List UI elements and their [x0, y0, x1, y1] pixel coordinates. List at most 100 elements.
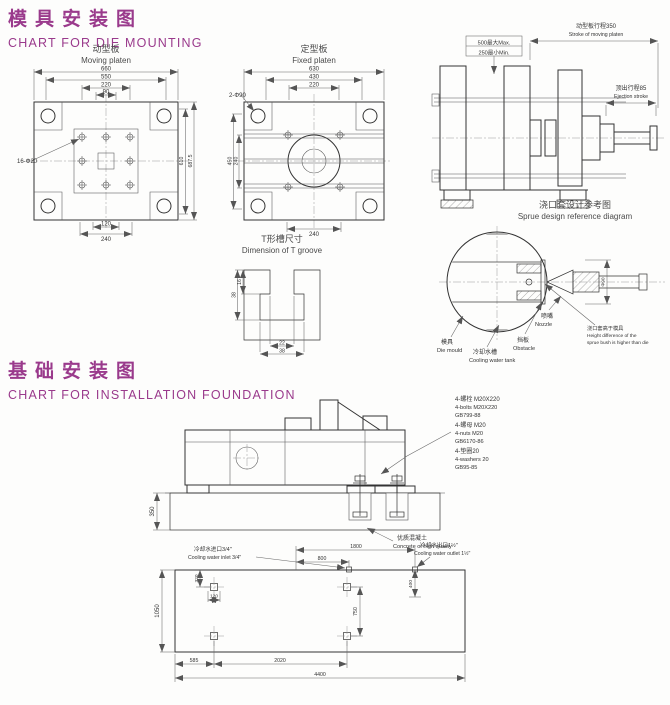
cooling-label-en: Cooling water tank: [469, 358, 516, 364]
dim-320: 320: [194, 574, 200, 582]
outlet-label-cn: 冷却水出口1½": [420, 541, 458, 549]
t-groove-title: T形槽尺寸 Dimension of T groove: [212, 234, 352, 256]
dim-350: 350: [150, 506, 156, 517]
nuts-standard: GB6170-86: [455, 439, 484, 445]
dimensions: [465, 35, 659, 116]
dim-phi90: Φ90: [601, 277, 607, 286]
foundation-outline: [174, 569, 466, 653]
min-opening-label: 250最小Min.: [478, 49, 510, 57]
washers-label-cn: 4-垫圈20: [455, 447, 480, 455]
moving-platen-title-cn: 动型板: [92, 44, 120, 54]
holes-label: 16-Φ20: [17, 159, 38, 165]
foundation-heading: 基础安装图 CHART FOR INSTALLATION FOUNDATION: [8, 356, 296, 402]
nuts-label-cn: 4-螺母 M20: [455, 421, 486, 429]
sprue-title-en: Sprue design reference diagram: [517, 211, 633, 221]
plate-details: [34, 102, 178, 220]
dimensions-and-leaders: [450, 259, 611, 348]
anchor-bolts: [352, 474, 405, 518]
nuts-label-en: 4-nuts M20: [455, 431, 483, 437]
dimensions: [230, 68, 385, 233]
dim-550: 550: [101, 75, 112, 81]
foundation-title-en: CHART FOR INSTALLATION FOUNDATION: [8, 388, 296, 402]
die-mounting-title-cn: 模具安装图: [8, 9, 144, 30]
base-pads: [440, 199, 590, 209]
dim-750: 750: [353, 607, 359, 616]
dim-240: 240: [101, 237, 112, 243]
dim-400: 400: [408, 580, 414, 588]
t-groove-title-en: Dimension of T groove: [241, 245, 323, 255]
fixed-platen-title-en: Fixed platen: [292, 55, 336, 65]
obstacle-label-en: Obstacle: [513, 346, 535, 352]
sprue-design-drawing: Φ90 喷嘴 Nozzle 模具 Die mould 冷却水槽 Cooling …: [437, 226, 665, 364]
dim-430: 430: [309, 75, 320, 81]
die-mounting-title-en: CHART FOR DIE MOUNTING: [8, 36, 203, 50]
nozzle-label-en: Nozzle: [535, 322, 552, 328]
ejection-label-cn: 顶出行程85: [616, 84, 647, 92]
plate-outline: [243, 101, 385, 221]
centerlines: [238, 94, 390, 230]
bolt-centerlines: [204, 577, 357, 646]
plate-details: [244, 102, 384, 220]
dimensions-and-leaders: [153, 431, 452, 542]
dim-585: 585: [190, 658, 199, 664]
concrete-label-en: Concrete of high quality: [393, 544, 452, 550]
anchor-pockets: [348, 492, 409, 521]
sprue-note-en2: sprue bush is higher than die: [587, 340, 649, 346]
obstacle-label-cn: 挡板: [517, 336, 529, 344]
dimensions: [30, 68, 198, 238]
centerlines: [439, 226, 665, 340]
fixed-platen-title: 定型板 Fixed platen: [254, 44, 374, 66]
max-opening-label: 500最大Max.: [478, 39, 511, 47]
dim-220: 220: [101, 83, 112, 89]
dim-630: 630: [309, 67, 320, 73]
stroke-label-cn: 动型板行程350: [576, 22, 617, 30]
dim-800: 800: [318, 556, 327, 562]
fixed-platen-title-cn: 定型板: [300, 44, 328, 54]
inlet-label-en: Cooling water inlet 3/4": [188, 555, 241, 561]
cooling-label-cn: 冷却水槽: [473, 348, 497, 356]
machine-details: [165, 430, 445, 494]
dim-687-5: 687.5: [188, 154, 194, 167]
outlet-label-en: Cooling water outlet 1½": [414, 550, 471, 557]
moving-platen-title: 动型板 Moving platen: [46, 44, 166, 66]
die-mounting-heading: 模具安装图 CHART FOR DIE MOUNTING: [8, 4, 203, 50]
holes-label: 2-Φ90: [229, 93, 246, 99]
dim-90: 90: [103, 90, 110, 96]
washers-label-en: 4-washers 20: [455, 457, 489, 463]
dim-2020: 2020: [274, 658, 286, 664]
dim-610: 610: [179, 157, 185, 166]
sprue-note-cn: 浇口套高于模具: [587, 324, 623, 332]
dim-220: 220: [309, 83, 320, 89]
concrete-label-cn: 优质混凝土: [397, 534, 427, 542]
sprue-title: 浇口套设计参考图 Sprue design reference diagram: [480, 200, 670, 222]
sprue-title-cn: 浇口套设计参考图: [538, 200, 611, 210]
dimensions: [234, 269, 305, 358]
dim-22: 22: [279, 341, 285, 347]
t-slot-section: [243, 269, 321, 341]
fixed-platen-drawing: 630 430 220 2-Φ90 450 240 240: [228, 67, 390, 238]
dim-1800: 1800: [350, 544, 362, 550]
dim-16: 16: [237, 279, 243, 285]
sprue-note-en1: Height difference of the: [587, 333, 637, 339]
dim-240: 240: [309, 232, 320, 238]
moving-platen-drawing: 660 550 220 90 16-Φ20 120 240 610 687.5: [17, 67, 198, 243]
moving-platen-title-en: Moving platen: [81, 55, 131, 65]
dim-120: 120: [210, 594, 218, 600]
anchor-bolt-holes: [210, 583, 351, 640]
plate-outline: [33, 101, 179, 221]
dimensions: [158, 546, 466, 682]
dim-4400: 4400: [314, 672, 326, 678]
bolts-label-en: 4-bolts M20X220: [455, 405, 497, 411]
dim-38-depth: 38: [232, 292, 238, 298]
foundation-plan-drawing: 1800 800 冷却水进口3/4" Cooling water inlet 3…: [155, 541, 471, 682]
machine-side-view-drawing: 500最大Max. 250最小Min. 动型板行程350 Stroke of m…: [431, 22, 664, 209]
dim-120: 120: [101, 222, 112, 228]
dim-1050: 1050: [155, 604, 161, 618]
bolts-label-cn: 4-螺栓 M20X220: [455, 395, 500, 403]
nozzle-label-cn: 喷嘴: [541, 312, 553, 320]
dim-450: 450: [228, 157, 234, 166]
machine-body: [439, 65, 658, 201]
centerlines: [26, 94, 188, 230]
concrete-foundation: [169, 492, 441, 531]
